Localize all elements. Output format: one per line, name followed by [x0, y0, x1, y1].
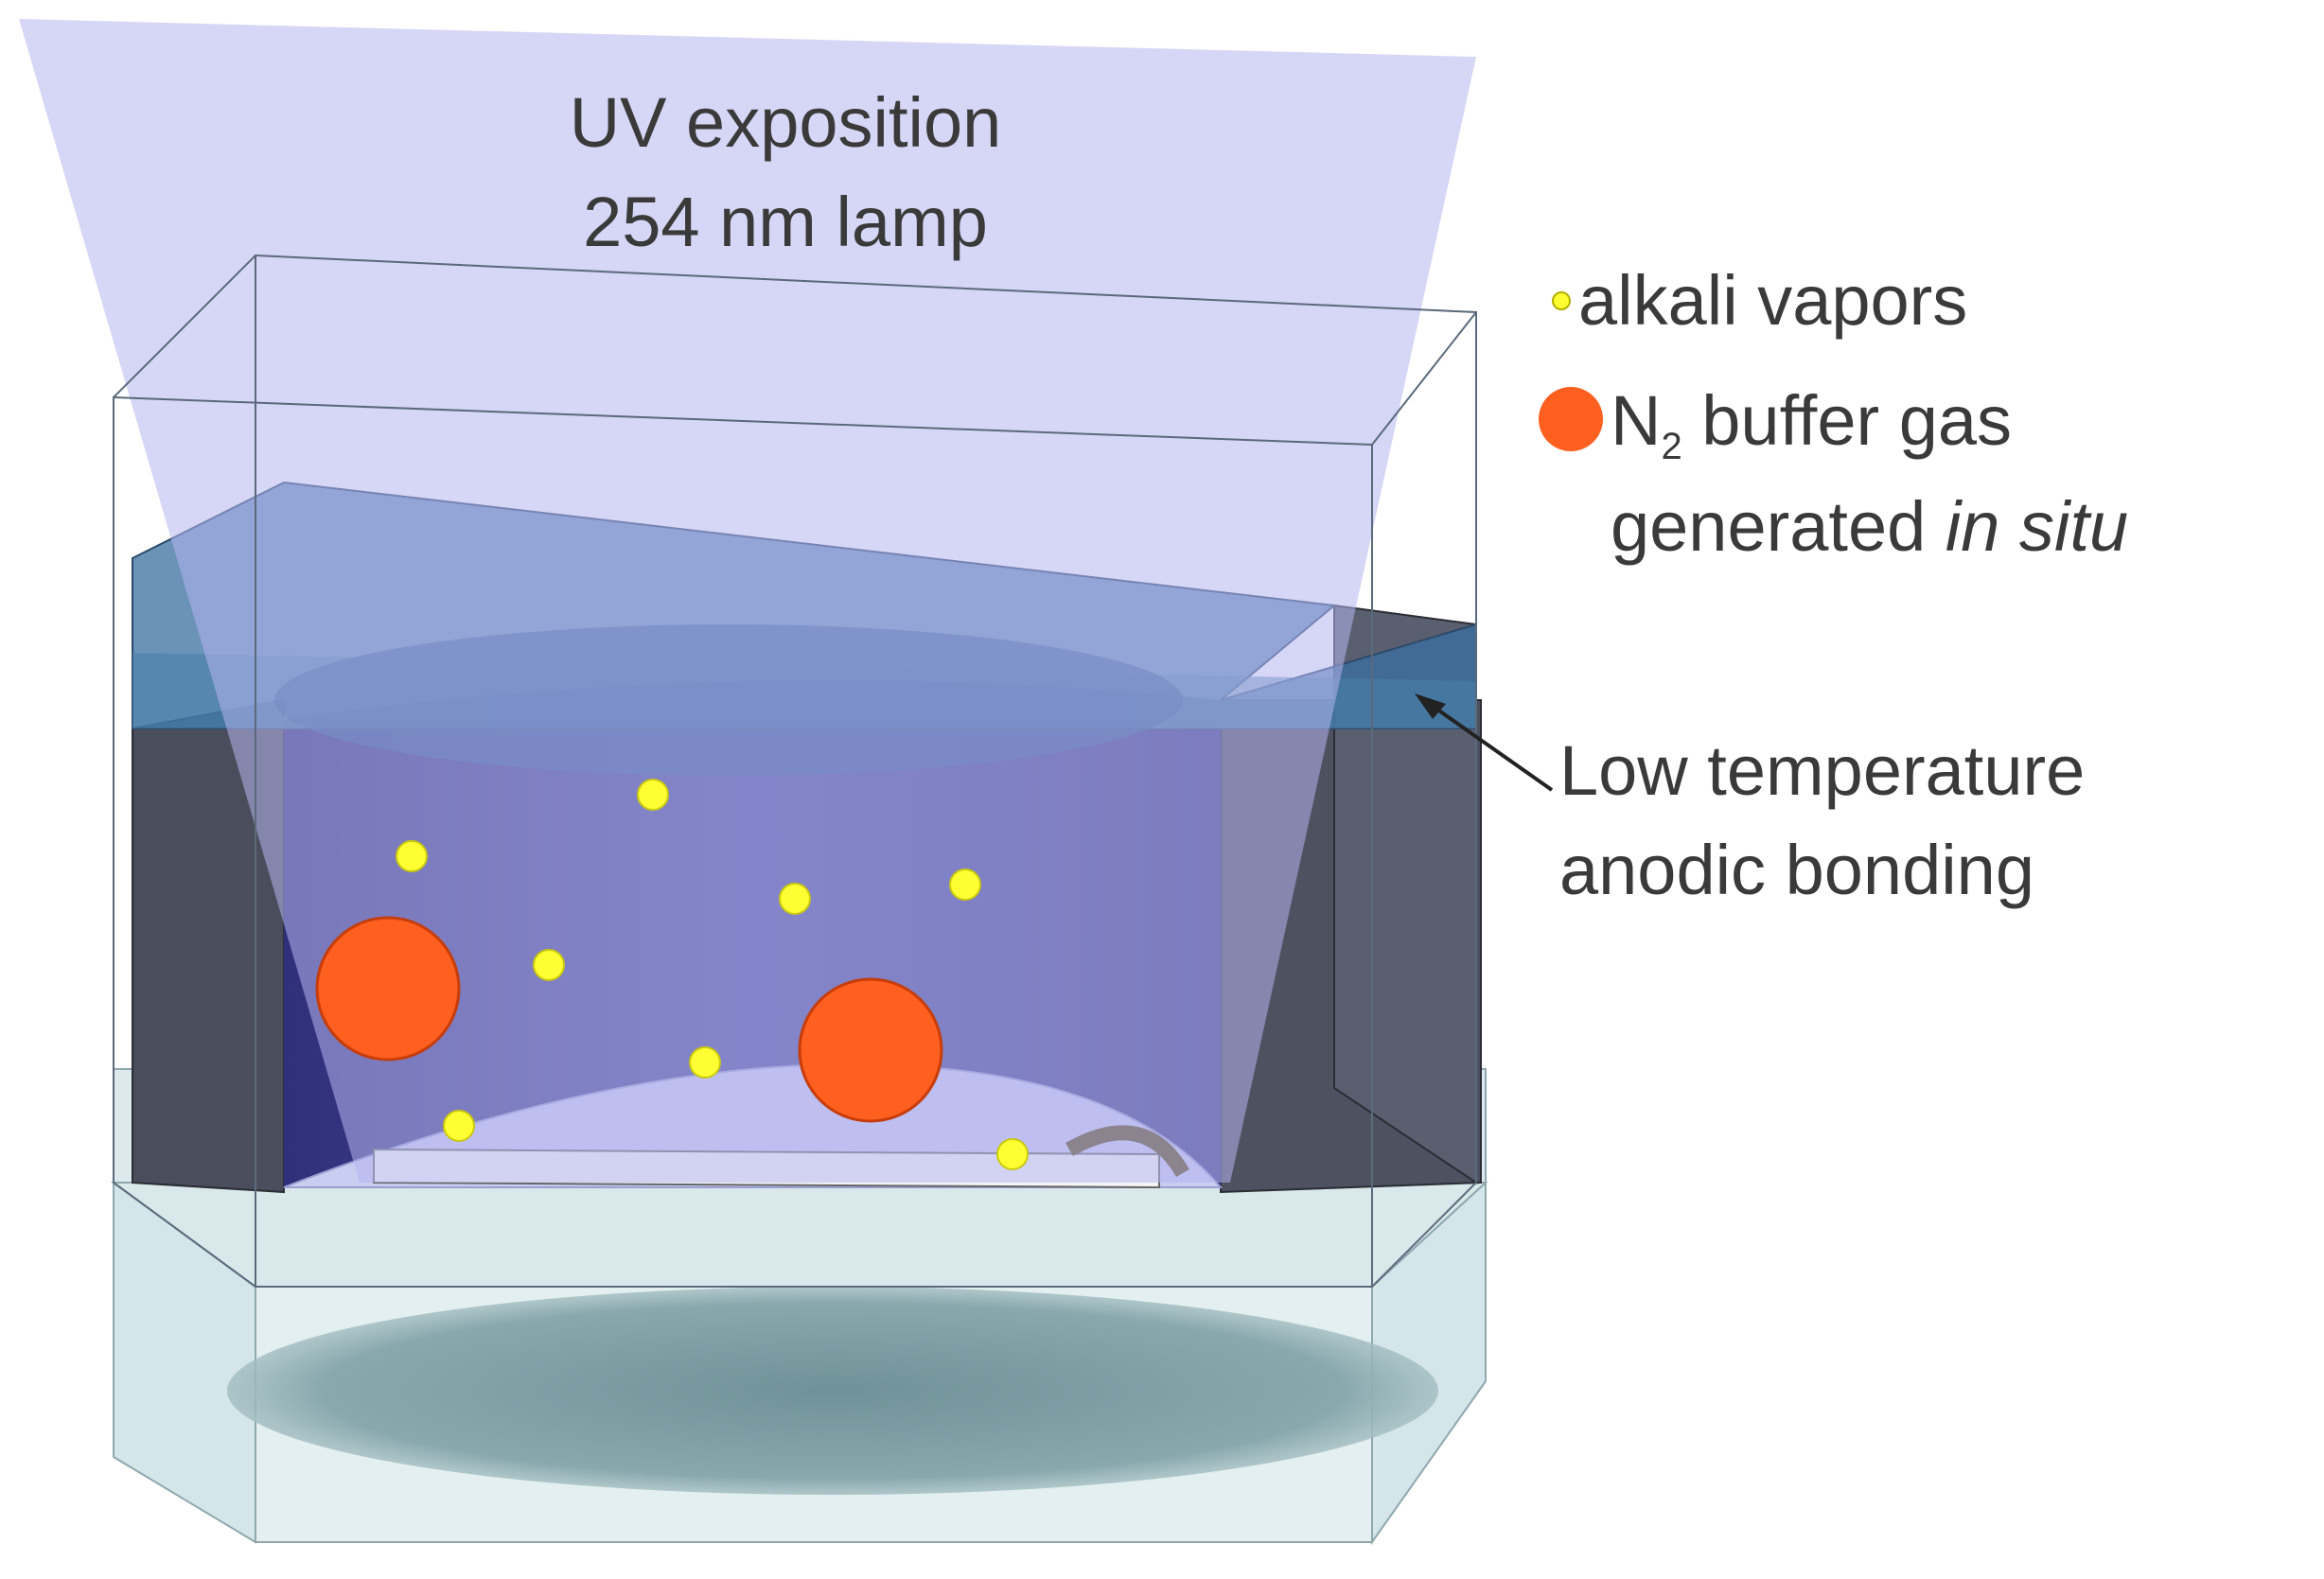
- alkali-dot: [689, 1046, 721, 1079]
- arrow-head: [1415, 693, 1446, 719]
- alkali-dot: [533, 949, 565, 981]
- legend-alkali-label: alkali vapors: [1578, 261, 1967, 340]
- uv-label-line2: 254 nm lamp: [583, 183, 988, 261]
- alkali-dot: [949, 868, 981, 901]
- alkali-dot: [443, 1110, 475, 1142]
- uv-label-line1: UV exposition: [570, 83, 1002, 162]
- n2-bubble: [798, 977, 943, 1123]
- alkali-dots: [396, 779, 1029, 1170]
- bonding-annotation: Low temperature anodic bonding: [1415, 693, 2085, 909]
- alkali-dot: [396, 840, 428, 872]
- plate-shadow: [227, 1287, 1438, 1495]
- alkali-dot: [637, 779, 669, 811]
- legend: alkali vapors N2 buffer gas generated in…: [1539, 261, 2128, 566]
- legend-generated-label: generated in situ: [1611, 487, 2128, 566]
- legend-n2-label: N2 buffer gas: [1611, 381, 2012, 467]
- bonding-label-line1: Low temperature: [1559, 731, 2085, 810]
- bonding-label-line2: anodic bonding: [1559, 831, 2034, 909]
- legend-n2-swatch: [1539, 387, 1603, 451]
- legend-alkali-swatch: [1552, 291, 1571, 310]
- n2-bubbles: [315, 916, 943, 1123]
- bonding-pointer-arrow: [1422, 698, 1554, 792]
- uv-light-beam: [19, 19, 1476, 1183]
- cell-outline: [113, 254, 1477, 1288]
- silicon-frame: [132, 604, 1482, 1194]
- n2-bubble: [315, 916, 461, 1061]
- alkali-dot: [996, 1138, 1029, 1170]
- uv-source-label: UV exposition 254 nm lamp: [570, 83, 1002, 261]
- alkali-dot: [779, 883, 811, 915]
